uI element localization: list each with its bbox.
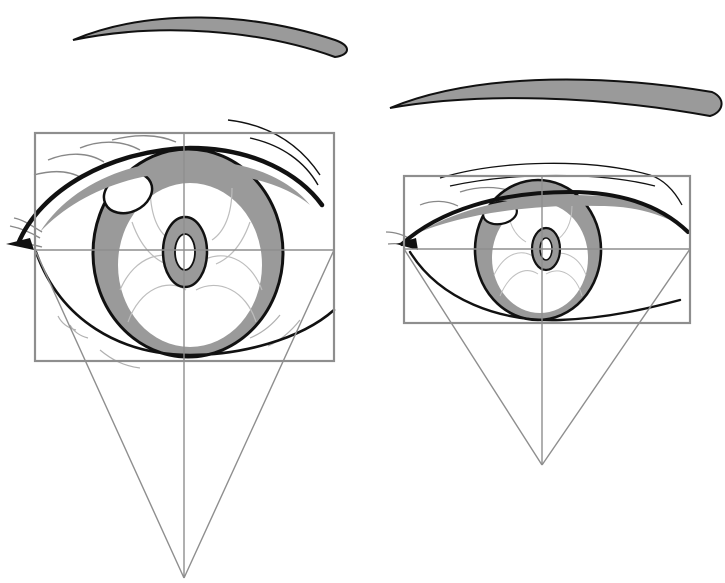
large-pupil-inner xyxy=(175,234,195,270)
